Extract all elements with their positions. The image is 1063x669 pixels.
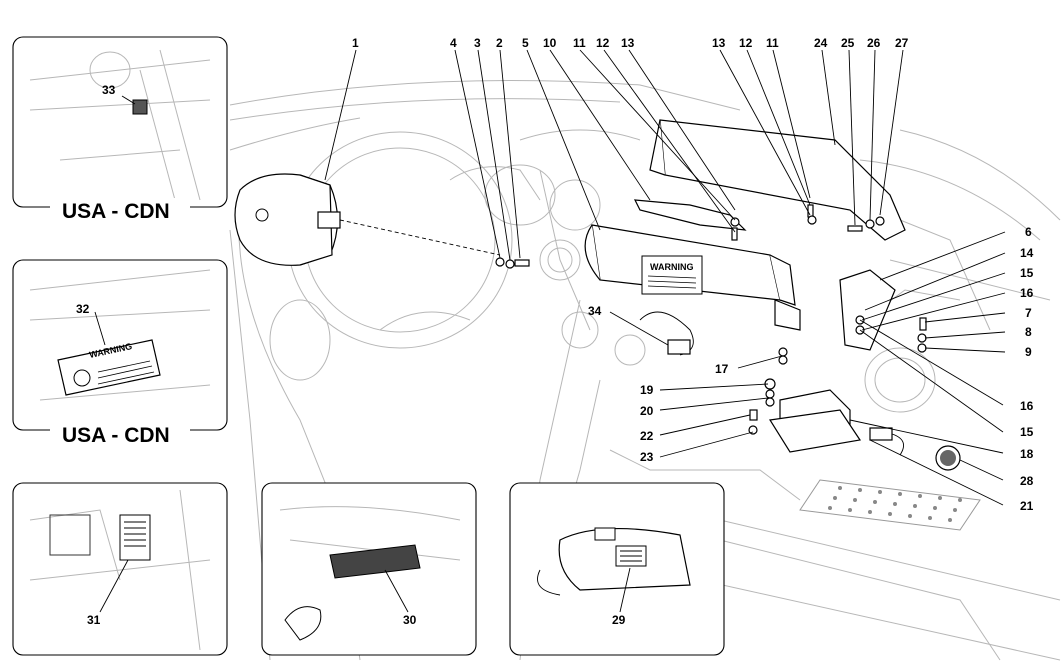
inset-usa-cdn-warning: WARNING USA - CDN <box>12 259 228 447</box>
callout-11a: 11 <box>573 36 586 50</box>
passenger-airbag-module: WARNING <box>584 224 796 306</box>
callout-33: 33 <box>102 83 116 97</box>
callout-15a: 15 <box>1020 266 1034 280</box>
bracket-fasteners <box>730 204 885 241</box>
footrest-plate <box>799 479 981 531</box>
inset-usa-cdn-top: USA - CDN <box>12 36 228 223</box>
callout-19: 19 <box>640 383 654 397</box>
callout-13a: 13 <box>621 36 635 50</box>
callout-labels: 1 4 3 2 5 10 11 12 13 13 12 11 24 25 26 … <box>76 36 1034 627</box>
inset-door-label <box>12 482 228 656</box>
logo-emblem <box>935 445 961 471</box>
callout-18: 18 <box>1020 447 1034 461</box>
callout-5: 5 <box>522 36 529 50</box>
callout-34: 34 <box>588 304 602 318</box>
main-warning-label-text: WARNING <box>650 262 694 272</box>
callout-29: 29 <box>612 613 626 627</box>
region-label-top: USA - CDN <box>62 200 170 223</box>
clip-bracket <box>633 199 747 231</box>
callout-16a: 16 <box>1020 286 1034 300</box>
inset-sunvisor-label <box>509 482 725 656</box>
passenger-airbag-bracket <box>649 119 906 241</box>
callout-8: 8 <box>1025 325 1032 339</box>
callout-30: 30 <box>403 613 417 627</box>
callout-20: 20 <box>640 404 654 418</box>
driver-airbag-module <box>234 173 501 266</box>
callout-31: 31 <box>87 613 101 627</box>
callout-13b: 13 <box>712 36 726 50</box>
callout-16b: 16 <box>1020 399 1034 413</box>
callout-22: 22 <box>640 429 654 443</box>
callout-15b: 15 <box>1020 425 1034 439</box>
callout-32: 32 <box>76 302 90 316</box>
callout-27: 27 <box>895 36 909 50</box>
callout-3: 3 <box>474 36 481 50</box>
callout-2: 2 <box>496 36 503 50</box>
leader-lines <box>324 49 1006 506</box>
callout-24: 24 <box>814 36 828 50</box>
callout-10: 10 <box>543 36 557 50</box>
callout-23: 23 <box>640 450 654 464</box>
callout-12a: 12 <box>596 36 610 50</box>
callout-4: 4 <box>450 36 457 50</box>
callout-7: 7 <box>1025 306 1032 320</box>
airbag-control-unit <box>748 378 905 456</box>
side-bracket <box>839 269 927 353</box>
callout-12b: 12 <box>739 36 753 50</box>
airbag-connector <box>639 311 694 356</box>
region-label-mid: USA - CDN <box>62 424 170 447</box>
callout-26: 26 <box>867 36 881 50</box>
instrument-cluster-outline <box>484 164 646 366</box>
callout-14: 14 <box>1020 246 1034 260</box>
callout-17: 17 <box>715 362 729 376</box>
callout-1: 1 <box>352 36 359 50</box>
lower-bracket <box>774 299 801 365</box>
callout-25: 25 <box>841 36 855 50</box>
inset-sunvisor-underside <box>261 482 477 656</box>
callout-11b: 11 <box>766 36 779 50</box>
callout-9: 9 <box>1025 345 1032 359</box>
callout-28: 28 <box>1020 474 1034 488</box>
dashboard-outline <box>229 80 1061 661</box>
callout-6: 6 <box>1025 225 1032 239</box>
callout-21: 21 <box>1020 499 1034 513</box>
airbag-screws <box>495 257 530 269</box>
